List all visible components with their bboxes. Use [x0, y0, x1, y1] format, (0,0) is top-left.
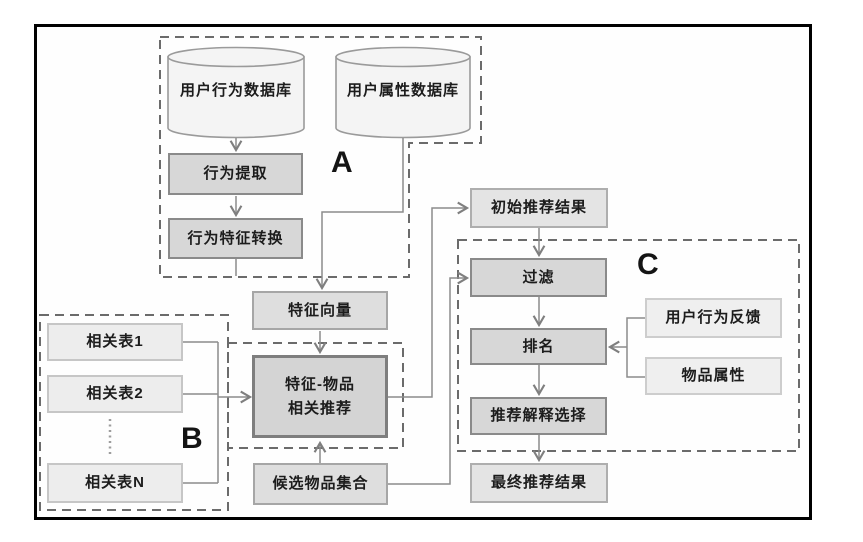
node-ranking: 排名: [470, 328, 607, 365]
node-related-table-2: 相关表2: [47, 375, 183, 413]
node-feature-vector: 特征向量: [252, 291, 388, 330]
node-related-table-n: 相关表N: [47, 463, 183, 503]
node-initial-rec-result: 初始推荐结果: [470, 188, 608, 228]
edge-core-to-initial: [388, 201, 470, 398]
behavior-db-cylinder: [167, 46, 305, 139]
feature-item-rec-line1: 特征-物品: [285, 376, 355, 394]
node-filter: 过滤: [470, 258, 607, 297]
node-behavior-feature-transform: 行为特征转换: [168, 218, 303, 259]
node-candidate-item-set: 候选物品集合: [253, 463, 388, 505]
node-related-table-1: 相关表1: [47, 323, 183, 361]
node-behavior-extraction: 行为提取: [168, 153, 303, 195]
edge-attributedb-to-featurevector: [315, 138, 404, 291]
zone-a-outline: [159, 36, 482, 278]
zone-b-label: B: [181, 422, 203, 455]
node-user-behavior-feedback: 用户行为反馈: [645, 298, 782, 338]
attribute-db-label: 用户属性数据库: [346, 81, 459, 99]
zone-a-label: A: [331, 146, 353, 179]
edge-candidate-to-filter: [388, 271, 470, 485]
feature-item-rec-line2: 相关推荐: [287, 399, 352, 417]
edge-feedback-bracket: [626, 317, 645, 378]
behavior-db-label: 用户行为数据库: [179, 81, 292, 99]
zone-b-outline: [39, 314, 229, 511]
node-final-rec-result: 最终推荐结果: [470, 463, 608, 503]
node-feature-item-rec: 特征-物品 相关推荐: [252, 355, 388, 438]
zone-c-label: C: [637, 248, 659, 281]
node-rec-explanation-selection: 推荐解释选择: [470, 397, 607, 435]
zone-c-outline: [457, 239, 800, 452]
node-item-attribute: 物品属性: [645, 357, 782, 395]
attribute-db-cylinder: [335, 46, 471, 139]
